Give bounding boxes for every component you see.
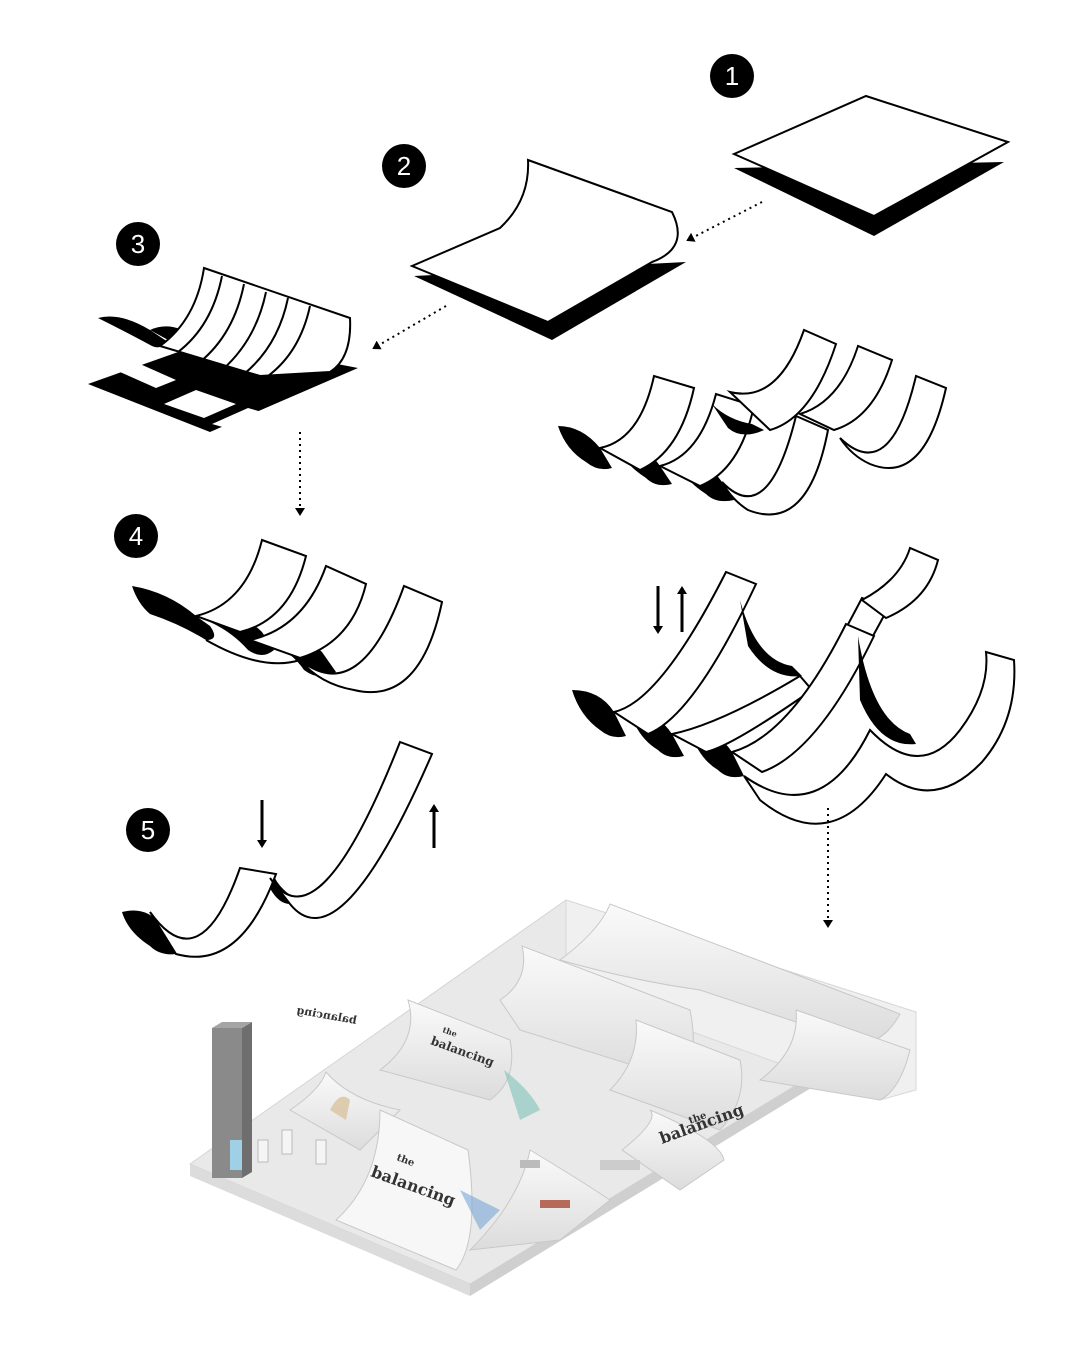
step-2-badge-icon	[382, 144, 426, 188]
step-5-number: 5	[141, 815, 155, 845]
step-4-curved-strips: 4	[114, 514, 444, 694]
step-1-flat-sheet: 1	[710, 54, 1011, 236]
dotted-arrow-1-to-2-icon	[686, 201, 763, 242]
step-3-badge-icon	[116, 222, 160, 266]
step-2-number: 2	[397, 151, 411, 181]
step-3-striped-sheet: 3	[88, 222, 358, 436]
render-arch-2	[378, 999, 513, 1101]
step-2-lifted-sheet: 2	[382, 144, 686, 340]
sign-mirror-name: balancing	[295, 1004, 357, 1027]
step-1-badge-icon	[710, 54, 754, 98]
right-arrows-pair	[653, 586, 687, 634]
step-3-number: 3	[131, 229, 145, 259]
dotted-arrow-2-to-3-icon	[372, 305, 447, 350]
multi-row-strips	[558, 328, 948, 516]
step-4-badge-icon	[114, 514, 158, 558]
render-arch-6	[621, 1109, 725, 1191]
step-5-badge-icon	[126, 808, 170, 852]
sign-mid-the: the	[441, 1024, 458, 1038]
render-arch-front	[335, 1109, 473, 1271]
render-arch-3	[609, 1019, 743, 1131]
render-arch-4	[758, 1009, 911, 1101]
step-4-number: 4	[129, 521, 143, 551]
tall-waved-strips	[572, 546, 1016, 825]
step-1-number: 1	[725, 61, 739, 91]
step-5-single-strip: 5	[122, 740, 439, 958]
installation-render: the balancing the balancing the balancin…	[188, 899, 918, 1296]
